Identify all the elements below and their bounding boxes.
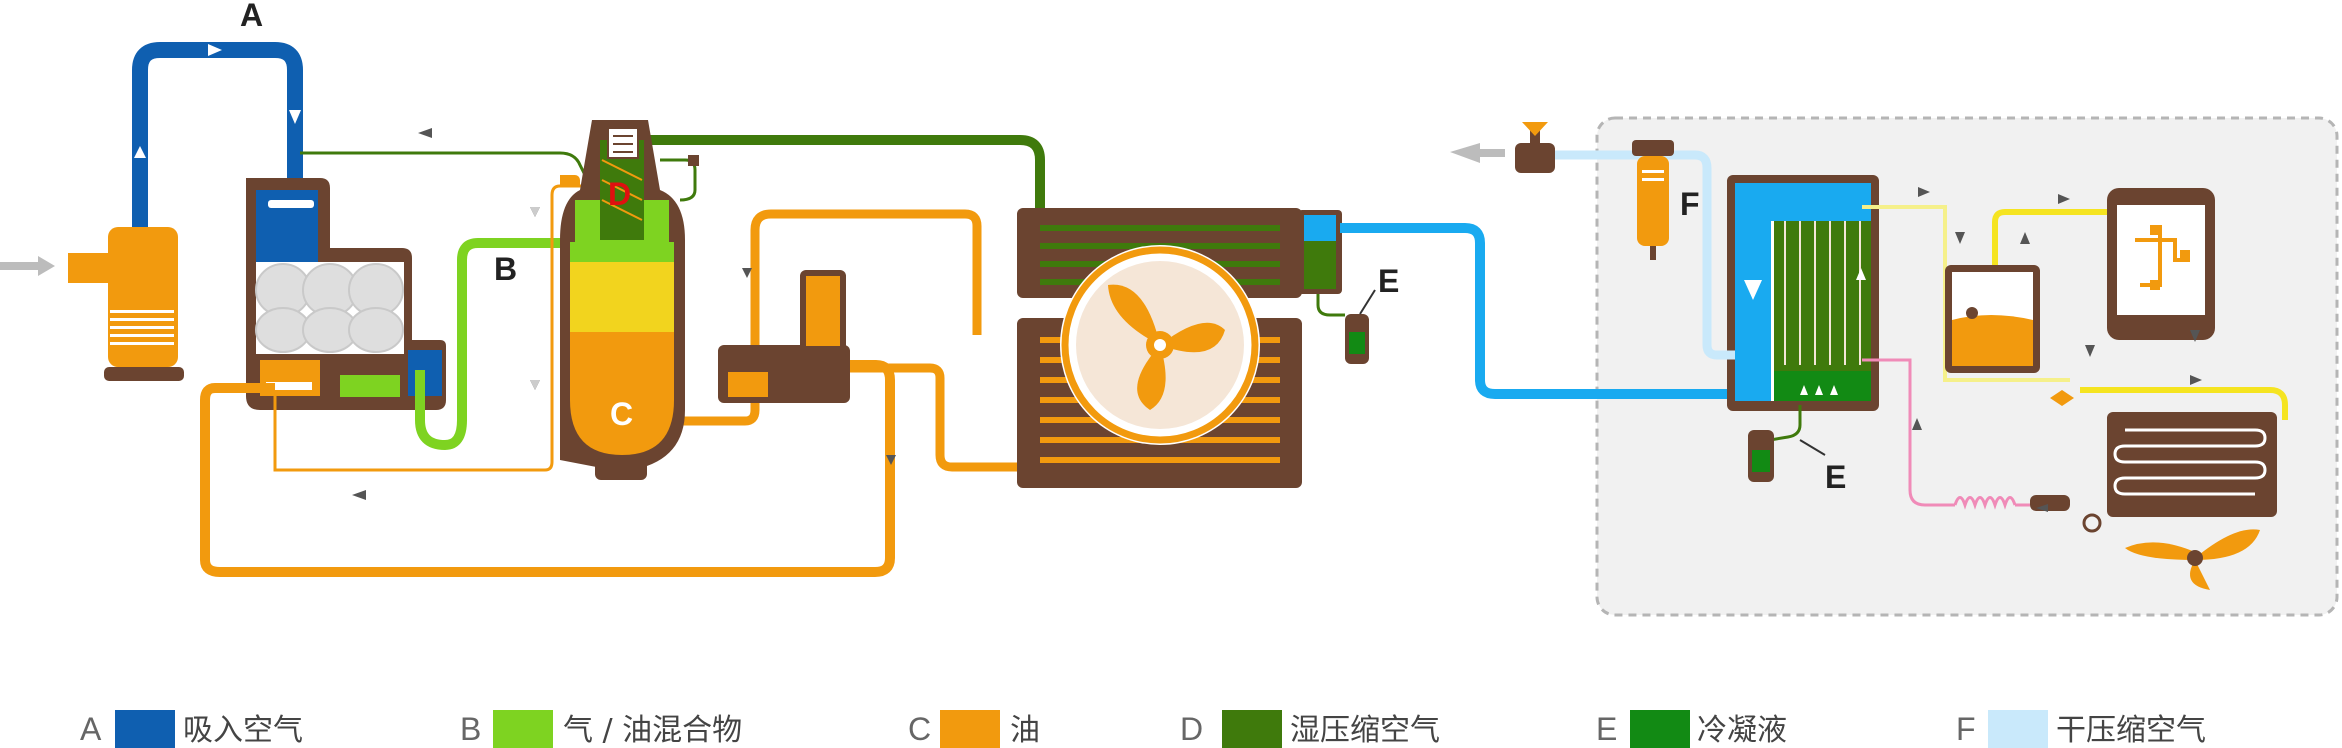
legend-letter: F: [1956, 711, 1976, 747]
dry-air-filter: [1632, 140, 1674, 260]
label-A: A: [240, 0, 263, 33]
label-B: B: [494, 251, 517, 287]
legend-item-c: C 油: [908, 710, 1040, 748]
oil-cooler-lines: [672, 209, 1020, 472]
legend-item-b: B 气 / 油混合物: [460, 710, 742, 748]
hot-gas-valve: [2050, 390, 2074, 406]
condenser-fan-icon: [2125, 529, 2260, 590]
legend-letter: A: [80, 711, 102, 747]
intake-filter: [68, 227, 184, 381]
legend-letter: B: [460, 711, 481, 747]
legend-swatch: [1222, 710, 1282, 748]
legend-item-e: E 冷凝液: [1596, 710, 1787, 748]
legend-item-d: D 湿压缩空气: [1180, 710, 1440, 748]
legend-item-a: A 吸入空气: [80, 710, 303, 748]
air-cooler-radiator: [1017, 208, 1342, 488]
refrigerant-pink-line: [1862, 358, 2030, 510]
legend-swatch: [1630, 710, 1690, 748]
refrigerant-separator: [1945, 265, 2040, 373]
condensate-drain-1: [1316, 289, 1376, 364]
oil-filter: [718, 270, 850, 403]
legend-label: 湿压缩空气: [1290, 713, 1440, 748]
label-E1: E: [1378, 263, 1399, 299]
oil-separator-tank: [560, 120, 685, 480]
label-E2: E: [1825, 459, 1846, 495]
intake-flow-arrows: [134, 44, 301, 158]
refrigerant-yellow-hot: [1992, 209, 2288, 420]
legend-swatch: [115, 710, 175, 748]
label-C: C: [610, 396, 633, 432]
refrigerant-compressor: [2107, 188, 2215, 340]
air-oil-mix-line: [415, 238, 575, 450]
pressure-gauge: [2082, 513, 2102, 533]
legend-item-f: F 干压缩空气: [1956, 710, 2206, 748]
legend-label: 气 / 油混合物: [563, 713, 742, 748]
inlet-arrow-icon: [0, 256, 55, 276]
outlet-valve: [1515, 122, 1555, 173]
legend-letter: C: [908, 711, 931, 747]
dry-air-line: [1540, 150, 1735, 360]
label-D: D: [608, 176, 631, 212]
label-F: F: [1680, 186, 1700, 222]
legend-swatch: [493, 710, 553, 748]
legend-label: 干压缩空气: [2056, 713, 2206, 748]
legend-letter: D: [1180, 711, 1203, 747]
screw-compressor: [246, 178, 446, 410]
legend-label: 冷凝液: [1697, 713, 1787, 748]
wet-air-line: [648, 135, 1045, 230]
legend-swatch: [1988, 710, 2048, 748]
oil-thin-line: [273, 184, 610, 472]
condensate-drain-2: [1748, 405, 1826, 482]
legend-letter: E: [1596, 711, 1617, 747]
legend-swatch: [940, 710, 1000, 748]
legend-label: 油: [1010, 713, 1040, 748]
outlet-arrow-icon: [1450, 143, 1505, 163]
refrigerant-condenser: [2107, 412, 2277, 517]
fan-icon: [1108, 284, 1225, 410]
legend-label: 吸入空气: [183, 713, 303, 748]
compressed-air-line: [1340, 223, 1735, 399]
small-valve: [688, 155, 699, 166]
dryer-heat-exchanger: [1727, 175, 1879, 411]
dryer-flow-arrows: [1912, 187, 2202, 512]
legend: A 吸入空气 B 气 / 油混合物 C 油 D 湿压缩空气 E 冷凝液 F 干压…: [80, 710, 2206, 748]
expansion-valve: [2030, 495, 2070, 511]
